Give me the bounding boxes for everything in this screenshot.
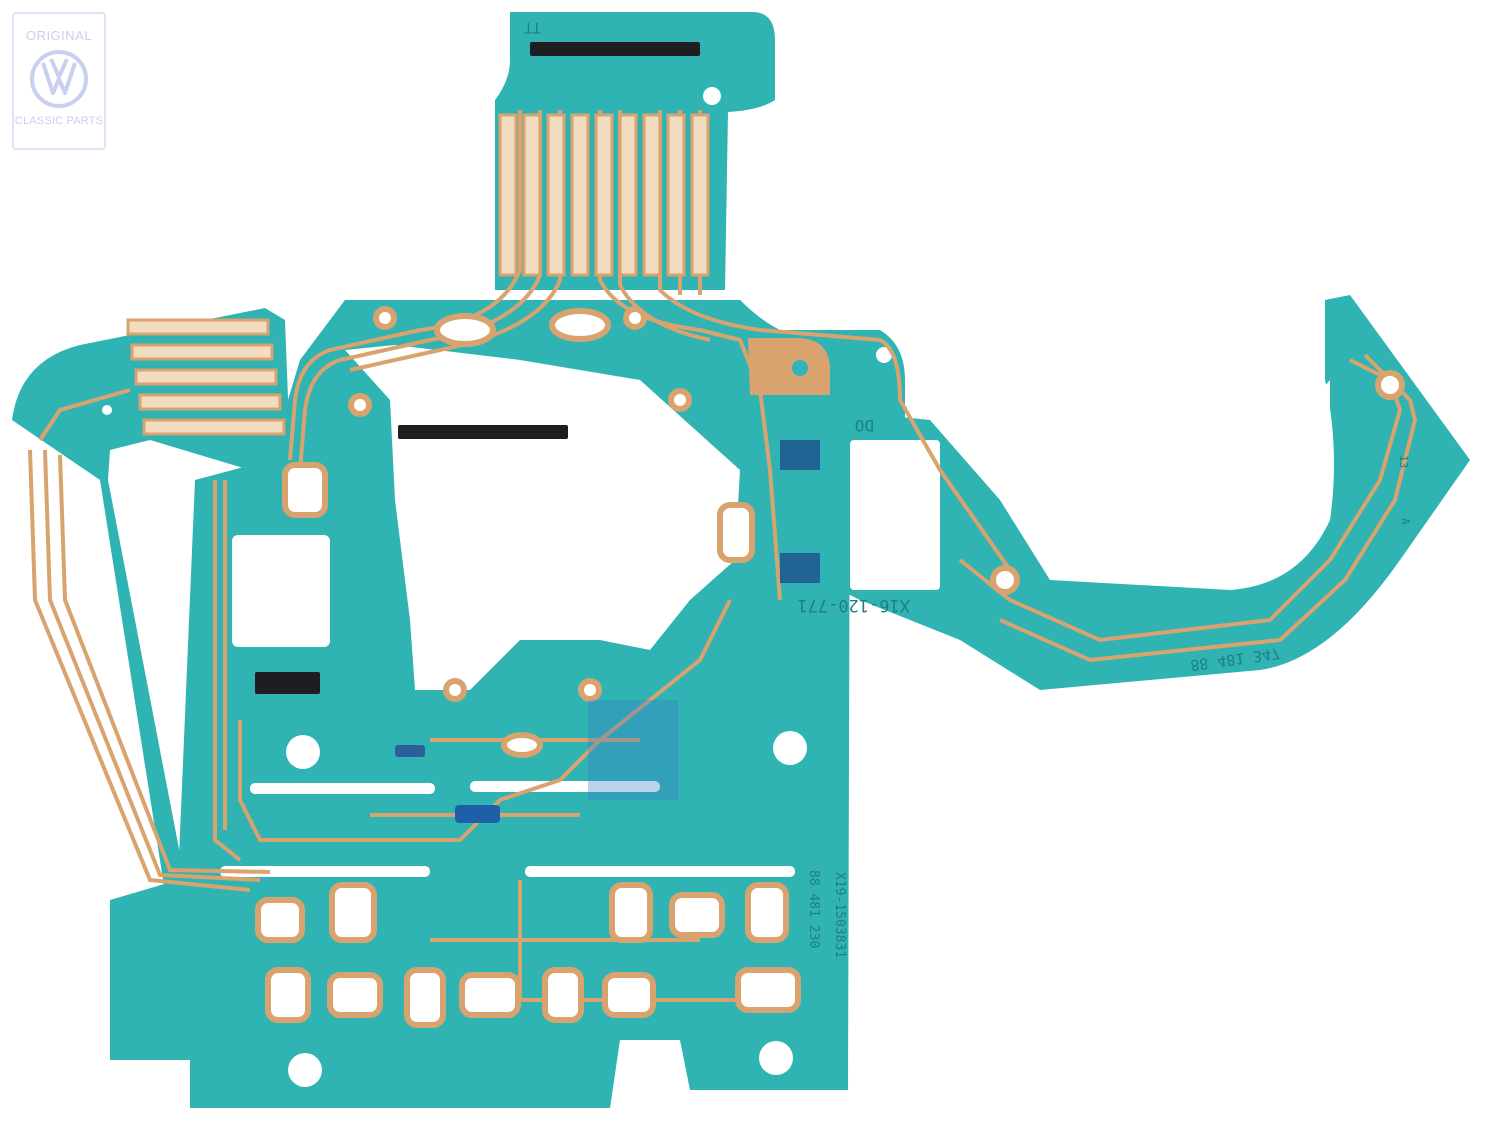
components — [395, 440, 820, 823]
contact-pads — [255, 306, 1405, 1028]
vw-classic-parts-logo: ORIGINAL CLASSIC PARTS — [12, 12, 106, 150]
code-mid: X16-120-771 — [797, 595, 910, 615]
code-main: X19-1503831 — [832, 872, 847, 958]
board-markings: 88 481 347 X16-120-771 DO TT A 13 88 481… — [524, 19, 1412, 958]
label-tt: TT — [524, 19, 541, 35]
logo-original-text: ORIGINAL — [25, 28, 93, 43]
contact-fingers — [126, 113, 710, 436]
label-a: A — [1399, 518, 1412, 525]
part-number-main: 88 481 230 — [806, 870, 821, 948]
label-13: 13 — [1397, 455, 1410, 468]
vw-logo-icon — [30, 50, 88, 108]
copper-blocks — [748, 338, 830, 395]
connector-headers — [255, 42, 700, 694]
label-do: DO — [855, 416, 874, 435]
logo-classic-parts-text: CLASSIC PARTS — [14, 115, 104, 127]
